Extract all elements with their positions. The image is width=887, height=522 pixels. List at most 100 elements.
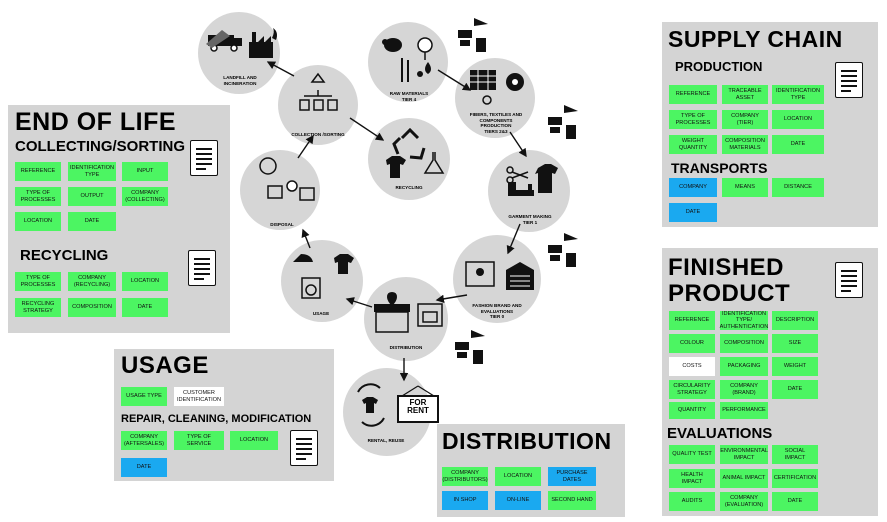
tag-fp-performance: PERFORMANCE <box>720 402 768 419</box>
tag-production-location: LOCATION <box>772 110 824 129</box>
tag-fp-colour: COLOUR <box>669 334 715 353</box>
tag-ev-environmental-impact: ENVIRONMENTAL IMPACT <box>720 445 768 464</box>
distribution-title: DISTRIBUTION <box>442 428 612 454</box>
document-icon <box>188 250 216 286</box>
transport-icon <box>548 233 578 267</box>
tag-ev-animal-impact: ANIMAL IMPACT <box>720 469 768 488</box>
fibers-line4: TIERS 2&3 <box>484 129 508 135</box>
tag-collecting-reference: REFERENCE <box>15 162 61 181</box>
tag-fp-size: SIZE <box>772 334 818 353</box>
tag-ev-health-impact: HEALTH IMPACT <box>669 469 715 488</box>
fashion-line2: EVALUATIONS <box>480 308 514 314</box>
document-icon <box>835 62 863 98</box>
recycling-subtitle: RECYCLING <box>20 247 109 264</box>
end-of-life-title: END OF LIFE <box>15 108 177 136</box>
tag-repair-date: DATE <box>121 458 167 477</box>
evaluations-subtitle: EVALUATIONS <box>667 425 773 442</box>
tag-production-identification-type: IDENTIFICATION TYPE <box>772 85 824 104</box>
fashion-line3: TIER 0 <box>489 314 505 320</box>
tag-transports-company: COMPANY <box>669 178 717 197</box>
for-rent-sign-text: FOR RENT <box>399 399 437 415</box>
tag-production-type-of-processes: TYPE OF PROCESSES <box>669 110 717 129</box>
tag-fp-quantity: QUANTITY <box>669 402 715 419</box>
tag-collecting-identification-type: IDENTIFICATION TYPE <box>68 162 116 181</box>
usage-title: USAGE <box>121 352 209 379</box>
tag-collecting-company: COMPANY (COLLECTING) <box>122 187 168 206</box>
tag-recycling-strategy: RECYCLING STRATEGY <box>15 298 61 317</box>
distribution-label: DISTRIBUTION <box>389 345 423 350</box>
tag-production-weight-quantity: WEIGHT QUANTITY <box>669 135 717 154</box>
raw-materials-node <box>368 22 448 102</box>
for-rent-line2: RENT <box>407 406 429 415</box>
tag-production-reference: REFERENCE <box>669 85 717 104</box>
tag-fp-company-brand: COMPANY (BRAND) <box>720 380 768 399</box>
garment-line2: TIER 1 <box>522 219 538 225</box>
tag-ev-audits: AUDITS <box>669 492 715 511</box>
usage-node <box>281 240 363 322</box>
tag-fp-circularity-strategy: CIRCULARITY STRATEGY <box>669 380 715 399</box>
document-icon <box>190 140 218 176</box>
fibers-line3: PRODUCTION <box>480 123 512 129</box>
tag-ev-certification: CERTIFICATION <box>772 469 818 488</box>
supply-chain-title: SUPPLY CHAIN <box>668 26 843 52</box>
tag-fp-reference: REFERENCE <box>669 311 715 330</box>
tag-fp-description: DESCRIPTION <box>772 311 818 330</box>
tag-fp-packaging: PACKAGING <box>720 357 768 376</box>
document-icon <box>835 262 863 298</box>
for-rent-line1: FOR <box>409 398 427 407</box>
tag-recycling-location: LOCATION <box>122 272 168 291</box>
rental-label: RENTAL, REUSE <box>367 438 405 443</box>
production-subtitle: PRODUCTION <box>675 59 763 74</box>
fashion-line1: FASHION BRAND AND <box>472 303 522 308</box>
tag-recycling-date: DATE <box>122 298 168 317</box>
recycling-label: RECYCLING <box>395 185 423 190</box>
raw-materials-line2: TIER 4 <box>401 96 417 102</box>
tag-production-traceable-asset: TRACEABLE ASSET <box>722 85 768 104</box>
tag-company-distributors: COMPANY (DISTRIBUTORS) <box>442 467 488 486</box>
tag-recycling-company: COMPANY (RECYCLING) <box>68 272 116 291</box>
garment-line1: GARMENT MAKING <box>508 214 552 219</box>
tag-fp-costs: COSTS <box>669 357 715 376</box>
disposal-node <box>240 150 320 230</box>
finished-product-title-line1: FINISHED <box>668 254 785 281</box>
repair-subtitle: REPAIR, CLEANING, MODIFICATION <box>121 413 312 425</box>
tag-repair-location: LOCATION <box>230 431 278 450</box>
tag-collecting-output: OUTPUT <box>68 187 116 206</box>
tag-customer-identification: CUSTOMER IDENTIFICATION <box>174 387 224 406</box>
tag-recycling-composition: COMPOSITION <box>68 298 116 317</box>
tag-in-shop: IN SHOP <box>442 491 488 510</box>
fibers-line2: COMPONENTS <box>479 117 513 123</box>
tag-recycling-type-of-processes: TYPE OF PROCESSES <box>15 272 61 291</box>
tag-on-line: ON-LINE <box>495 491 541 510</box>
tag-transports-date: DATE <box>669 203 717 222</box>
raw-materials-line1: RAW MATERIALS <box>389 91 429 96</box>
tag-purchase-dates: PURCHASE DATES <box>548 467 596 486</box>
tag-fp-weight: WEIGHT <box>772 357 818 376</box>
tag-ev-company-evaluation: COMPANY (EVALUATION) <box>720 492 768 511</box>
tag-collecting-location: LOCATION <box>15 212 61 231</box>
tag-type-of-service: TYPE OF SERVICE <box>174 431 224 450</box>
tag-distribution-location: LOCATION <box>495 467 541 486</box>
tag-ev-quality-test: QUALITY TEST <box>669 445 715 464</box>
tag-fp-composition: COMPOSITION <box>720 334 768 353</box>
collection-label: COLLECTION /SORTING <box>291 132 345 137</box>
transport-icon <box>548 105 578 139</box>
usage-label: USAGE <box>312 311 330 316</box>
landfill-label: LANDFILL AND INCINERATION <box>223 75 257 86</box>
tag-transports-distance: DISTANCE <box>772 178 824 197</box>
fibers-line1: FIBERS, TEXTILES AND <box>469 112 523 117</box>
disposal-label: DISPOSAL <box>270 222 294 227</box>
transports-subtitle: TRANSPORTS <box>671 160 768 176</box>
tag-company-aftersales: COMPANY (AFTERSALES) <box>121 431 167 450</box>
tag-collecting-input: INPUT <box>122 162 168 181</box>
tag-usage-type: USAGE TYPE <box>121 387 167 406</box>
tag-fp-identification-type: IDENTIFICATION TYPE/ AUTHENTICATION <box>719 311 769 330</box>
collecting-sorting-subtitle: COLLECTING/SORTING <box>15 138 185 155</box>
tag-second-hand: SECOND HAND <box>548 491 596 510</box>
document-icon <box>290 430 318 466</box>
tag-production-date: DATE <box>772 135 824 154</box>
tag-production-company-tier: COMPANY (TIER) <box>722 110 768 129</box>
